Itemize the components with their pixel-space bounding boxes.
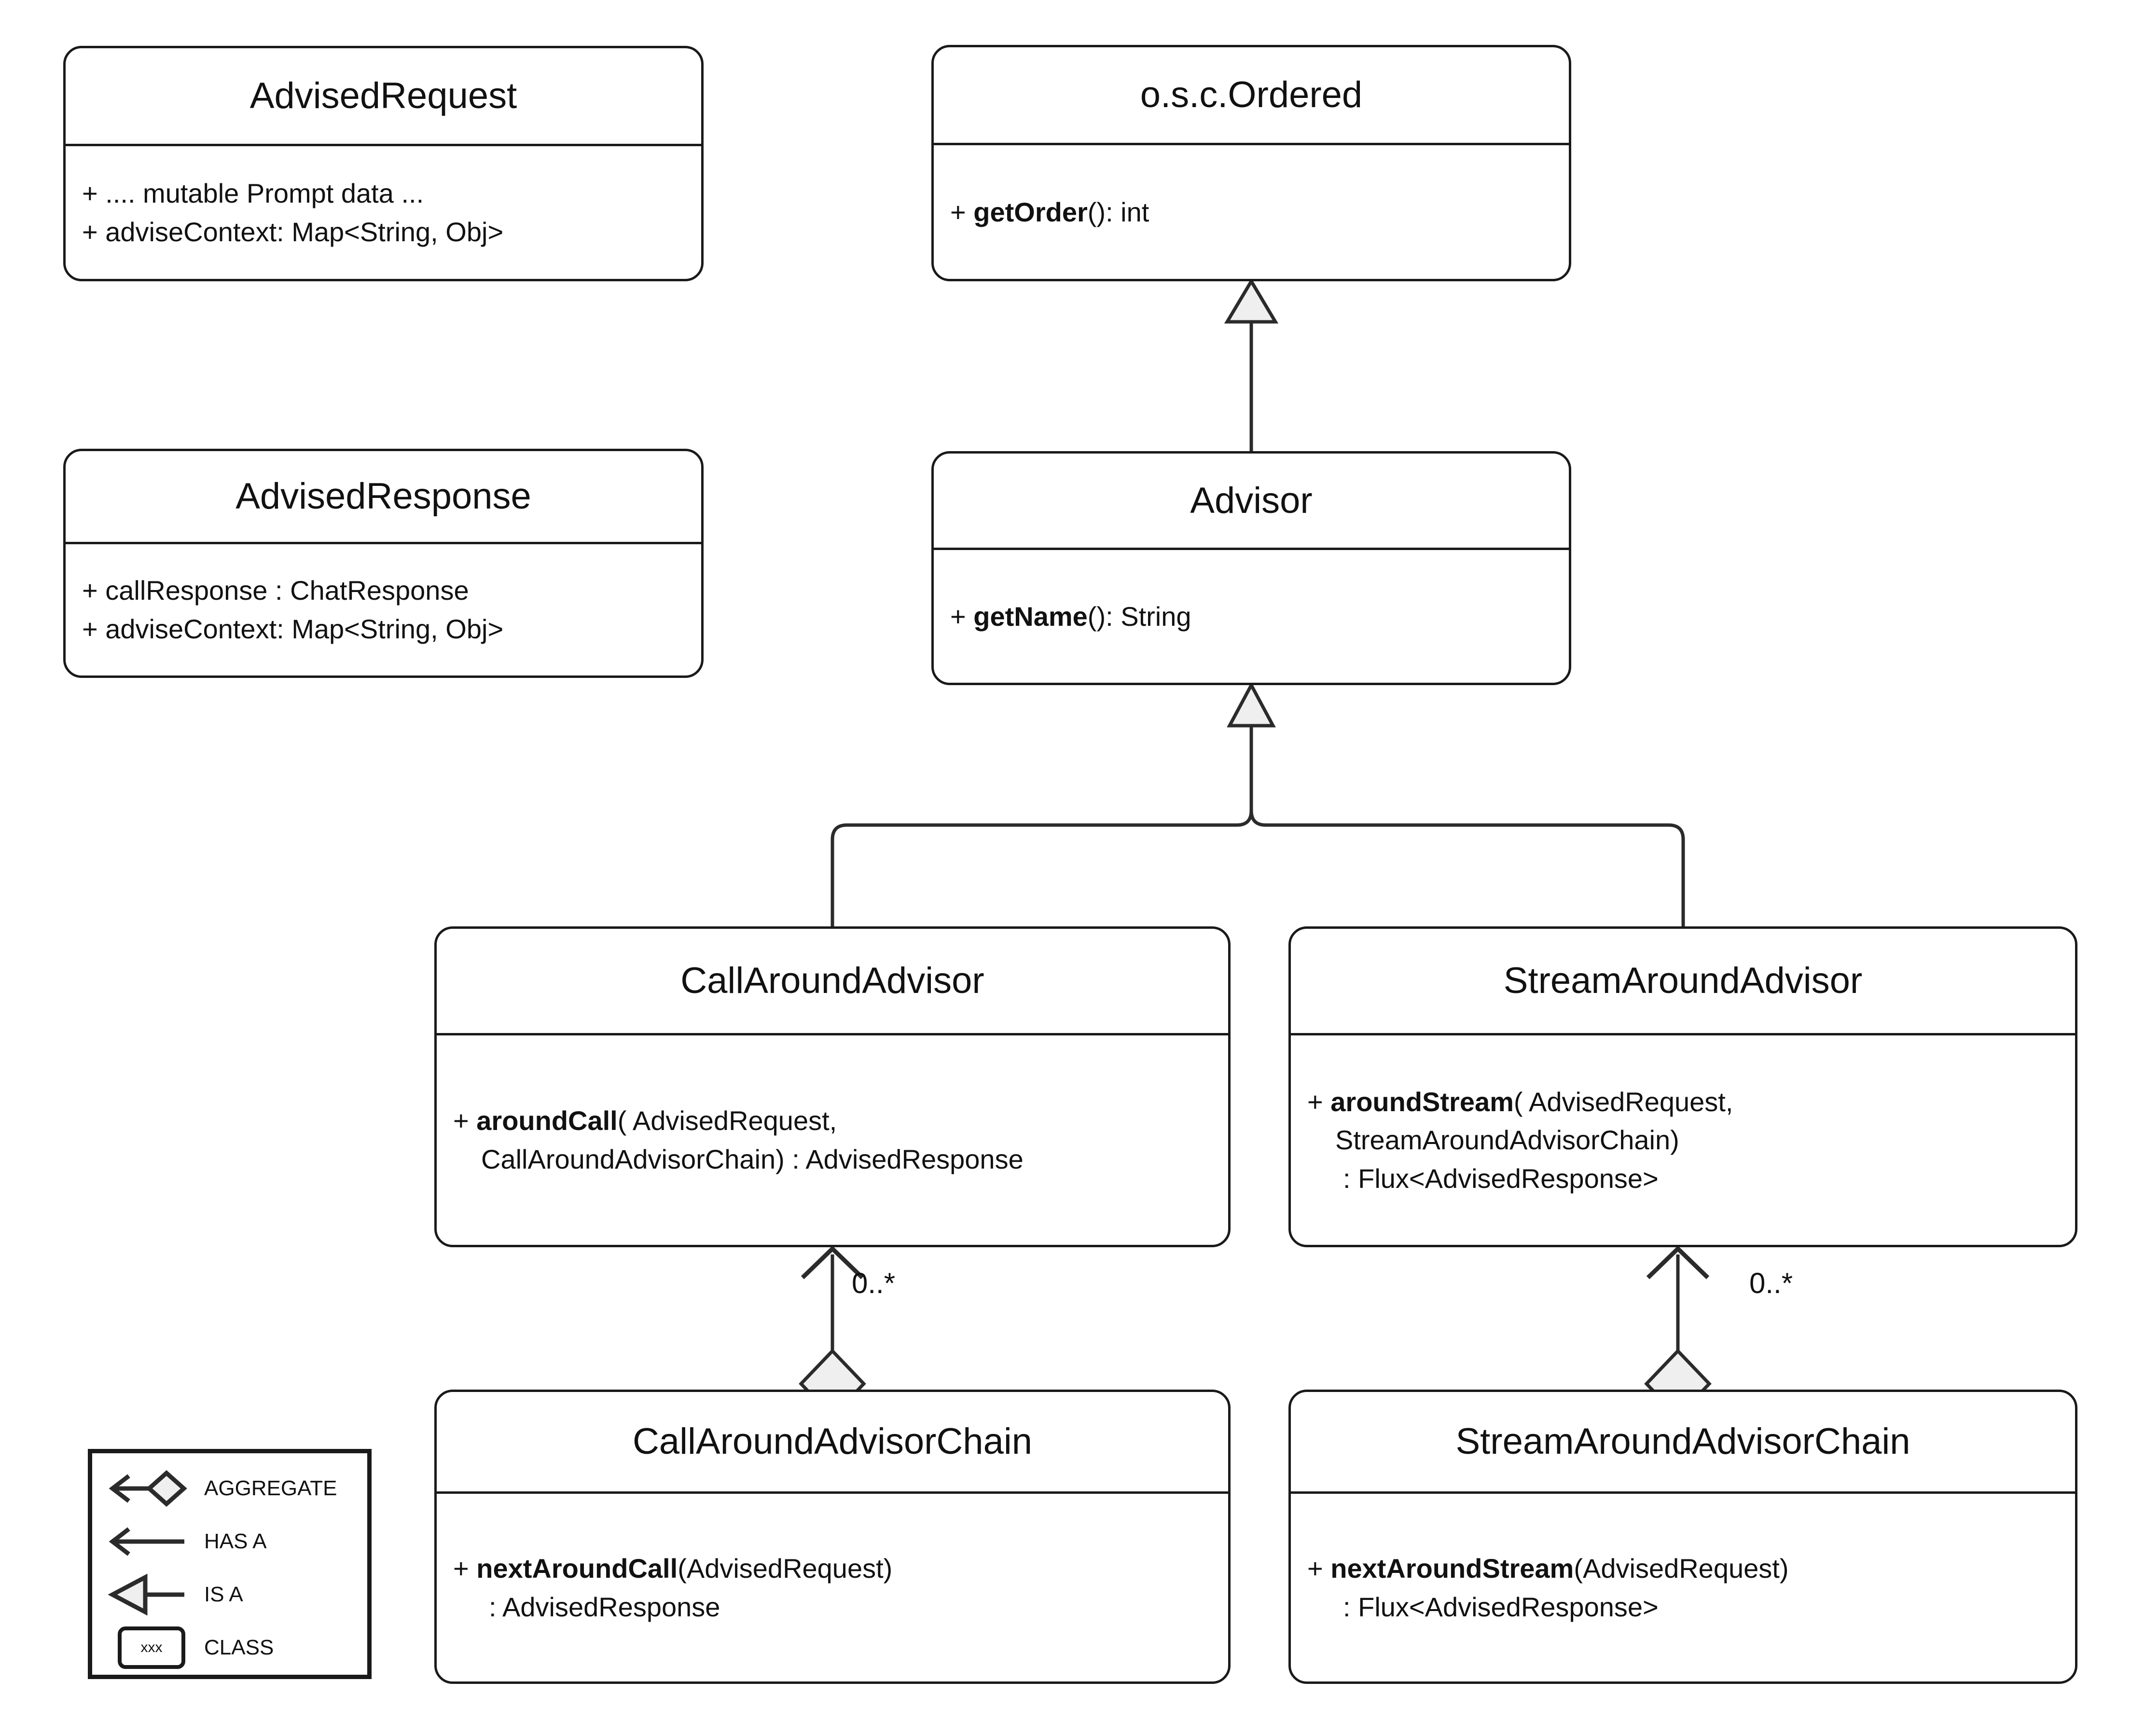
class-member-next-around-stream: + nextAroundStream(AdvisedRequest) [1307,1549,2061,1588]
class-title-advisor: Advisor [1190,480,1313,521]
member-signature: (): String [1087,601,1191,632]
legend-class-sample: xxx [118,1626,185,1669]
legend-panel: AGGREGATE HAS A IS A xxx [88,1449,372,1679]
class-member: + adviseContext: Map<String, Obj> [82,216,504,247]
class-title-stream-around-advisor-chain: StreamAroundAdvisorChain [1455,1421,1910,1462]
class-members-advisor: + getName(): String [934,550,1569,683]
class-title-call-around-advisor-chain: CallAroundAdvisorChain [633,1421,1032,1462]
hollow-triangle-arrow-icon [106,1570,197,1620]
class-divider [66,542,701,544]
class-divider [437,1491,1228,1494]
class-box-stream-around-advisor-chain[interactable]: StreamAroundAdvisorChain + nextAroundStr… [1288,1390,2077,1684]
class-divider [1291,1033,2075,1035]
class-box-advisor[interactable]: Advisor + getName(): String [931,451,1571,685]
member-visibility: + [453,1105,477,1136]
multiplicity-label-call-chain: 0..* [852,1267,896,1299]
class-members-ordered: + getOrder(): int [934,145,1569,279]
class-box-advised-request[interactable]: AdvisedRequest + .... mutable Prompt dat… [63,46,704,281]
class-member-continuation: StreamAroundAdvisorChain) [1335,1125,1679,1156]
class-divider [934,143,1569,145]
member-method-name: nextAroundCall [476,1553,678,1584]
class-divider [934,548,1569,550]
class-member-around-stream: + aroundStream( AdvisedRequest, [1307,1083,2061,1121]
multiplicity-label-stream-chain: 0..* [1749,1267,1793,1299]
class-box-call-around-advisor[interactable]: CallAroundAdvisor + aroundCall( AdvisedR… [434,926,1231,1247]
member-method-name: nextAroundStream [1330,1553,1574,1584]
class-member-next-around-call: + nextAroundCall(AdvisedRequest) [453,1549,1214,1588]
aggregate-arrow-diamond-icon [106,1463,197,1514]
class-box-ordered[interactable]: o.s.c.Ordered + getOrder(): int [931,45,1571,281]
member-method-name: getOrder [973,196,1088,227]
class-member-return-type: : Flux<AdvisedResponse> [1343,1591,1659,1622]
member-signature: (): int [1087,196,1149,227]
class-box-advised-response[interactable]: AdvisedResponse + callResponse : ChatRes… [63,449,704,678]
class-members-stream-around-advisor-chain: + nextAroundStream(AdvisedRequest) : Flu… [1291,1494,2075,1681]
member-signature: (AdvisedRequest) [678,1553,893,1584]
class-members-call-around-advisor: + aroundCall( AdvisedRequest, CallAround… [437,1035,1228,1245]
class-members-advised-request: + .... mutable Prompt data ... + adviseC… [66,146,701,279]
member-signature: ( AdvisedRequest, [617,1105,837,1136]
class-members-advised-response: + callResponse : ChatResponse + adviseCo… [66,544,701,675]
class-member: + adviseContext: Map<String, Obj> [82,614,504,644]
class-member-return-type: : AdvisedResponse [489,1591,720,1622]
member-method-name: aroundStream [1330,1086,1514,1117]
member-method-name: getName [973,601,1088,632]
class-box-call-around-advisor-chain[interactable]: CallAroundAdvisorChain + nextAroundCall(… [434,1390,1231,1684]
class-title-call-around-advisor: CallAroundAdvisor [680,960,984,1002]
class-divider [66,144,701,146]
member-visibility: + [950,196,974,227]
legend-row-class: xxx CLASS [106,1621,366,1674]
class-member-get-order: + getOrder(): int [950,193,1554,232]
legend-label-class: CLASS [204,1636,274,1659]
class-box-stream-around-advisor[interactable]: StreamAroundAdvisor + aroundStream( Advi… [1288,926,2077,1247]
class-member-return-type: : Flux<AdvisedResponse> [1343,1163,1659,1194]
class-member-continuation: CallAroundAdvisorChain) : AdvisedRespons… [481,1144,1024,1174]
legend-label-is-a: IS A [204,1583,243,1606]
legend-label-aggregate: AGGREGATE [204,1476,337,1500]
generalization-advisor-to-ordered [1224,278,1279,451]
class-divider [1291,1491,2075,1494]
legend-row-aggregate: AGGREGATE [106,1462,366,1515]
member-visibility: + [1307,1553,1331,1584]
member-visibility: + [453,1553,477,1584]
class-divider [437,1033,1228,1035]
class-members-call-around-advisor-chain: + nextAroundCall(AdvisedRequest) : Advis… [437,1494,1228,1681]
class-member: + callResponse : ChatResponse [82,575,469,606]
class-members-stream-around-advisor: + aroundStream( AdvisedRequest, StreamAr… [1291,1035,2075,1245]
class-member-get-name: + getName(): String [950,597,1554,636]
class-title-ordered: o.s.c.Ordered [1140,74,1363,116]
generalization-advisors-to-advisor [830,681,1685,926]
member-visibility: + [1307,1086,1331,1117]
class-member-around-call: + aroundCall( AdvisedRequest, [453,1102,1214,1140]
class-member: + .... mutable Prompt data ... [82,178,424,208]
member-signature: ( AdvisedRequest, [1513,1086,1733,1117]
member-method-name: aroundCall [476,1105,618,1136]
legend-row-is-a: IS A [106,1568,366,1621]
legend-label-has-a: HAS A [204,1529,267,1553]
rounded-box-icon: xxx [106,1623,197,1673]
member-visibility: + [950,601,974,632]
class-title-advised-request: AdvisedRequest [249,75,517,117]
class-title-stream-around-advisor: StreamAroundAdvisor [1503,960,1863,1002]
legend-row-has-a: HAS A [106,1515,366,1568]
class-title-advised-response: AdvisedResponse [235,476,531,517]
plain-arrow-icon [106,1516,197,1567]
member-signature: (AdvisedRequest) [1574,1553,1789,1584]
